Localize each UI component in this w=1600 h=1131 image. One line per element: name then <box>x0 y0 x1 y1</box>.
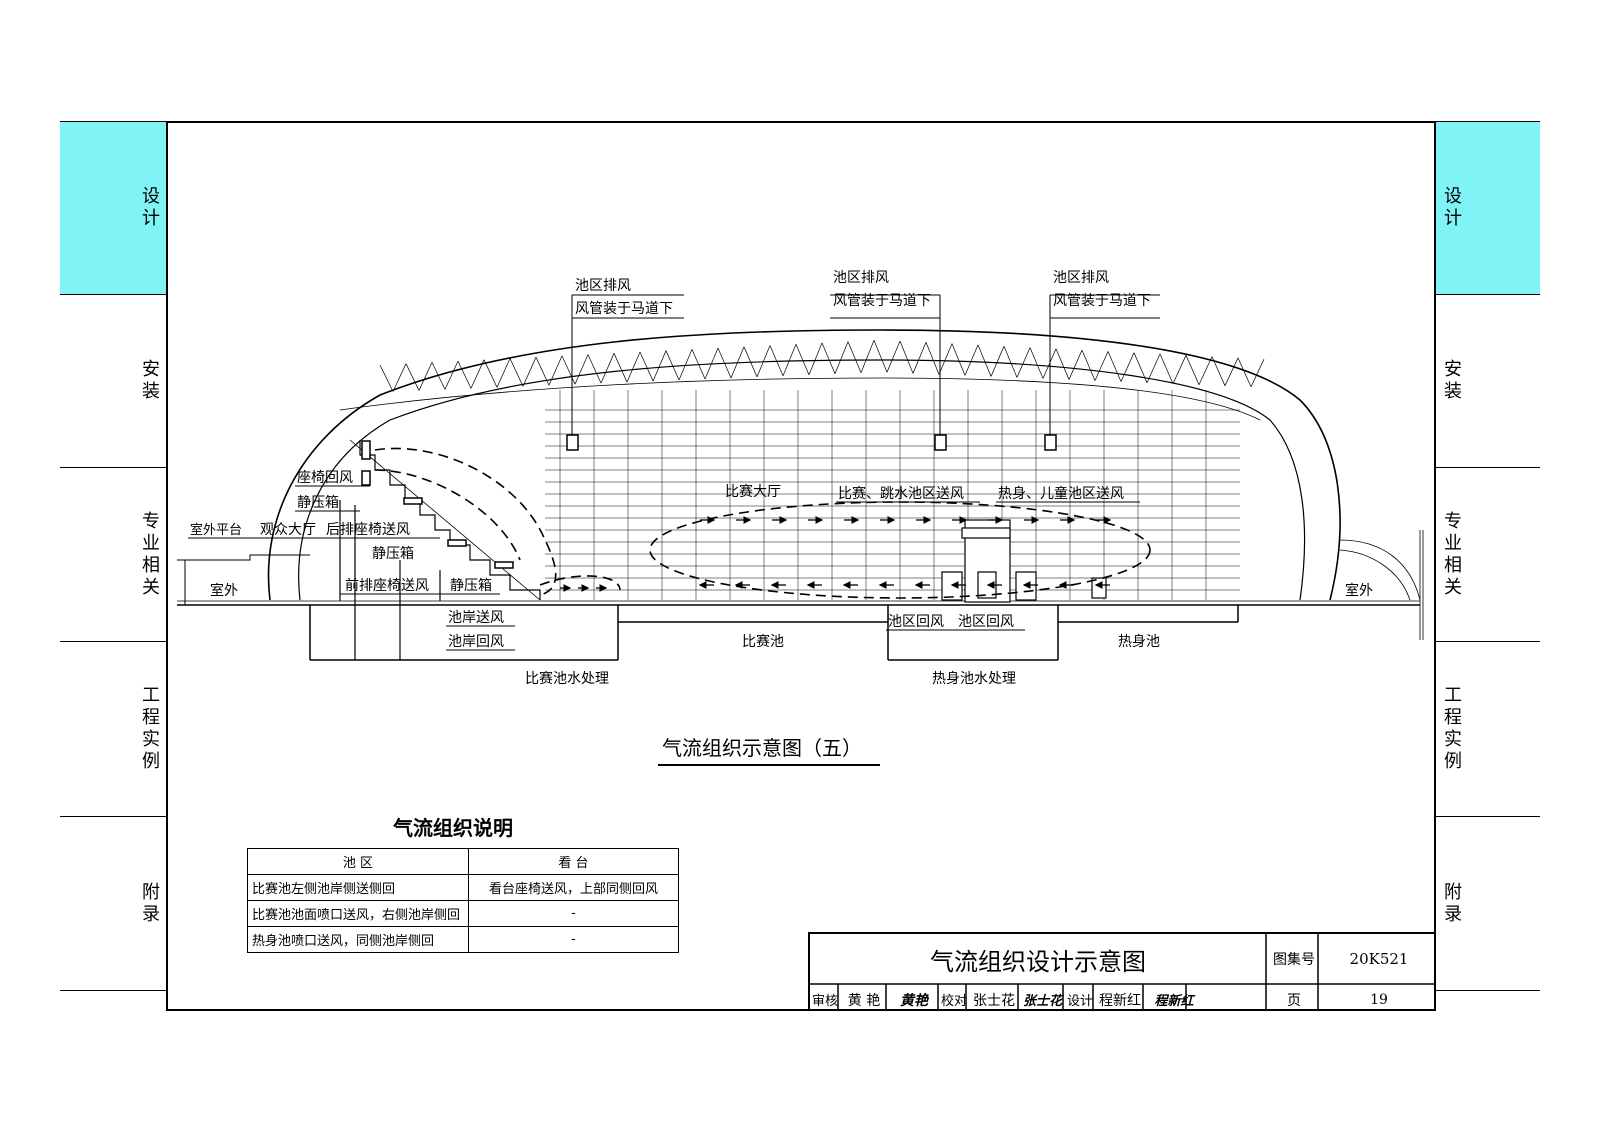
side-tab-design-left[interactable]: 设计 <box>60 121 166 294</box>
label-pool-return-2: 池区回风 <box>958 614 1014 630</box>
drawing-frame <box>166 121 1436 1011</box>
label-warmup-kids-supply: 热身、儿童池区送风 <box>998 485 1124 502</box>
legend-title: 气流组织说明 <box>393 816 513 840</box>
label-outdoor-platform: 室外平台 <box>190 522 242 538</box>
label-plenum-3: 静压箱 <box>450 578 492 594</box>
label-plenum-2: 静压箱 <box>372 546 414 562</box>
label-plenum-1: 静压箱 <box>297 495 339 511</box>
exhaust-ducts <box>566 434 1057 451</box>
diagram-caption: 气流组织示意图（五） <box>662 736 862 760</box>
airflow-arrows <box>560 516 1112 592</box>
label-warmup-pool: 热身池 <box>1118 634 1160 650</box>
plenum-boxes <box>361 440 514 569</box>
table-row: 比赛池池面喷口送风，右侧池岸侧回 - <box>247 900 679 927</box>
side-tab-professional-right[interactable]: 专业相关 <box>1436 467 1540 641</box>
label-seat-return: 座椅回风 <box>297 470 353 486</box>
label-front-seat-supply: 前排座椅送风 <box>345 577 429 594</box>
side-tab-design-right[interactable]: 设计 <box>1436 121 1540 294</box>
side-tab-label: 安装 <box>1441 359 1462 403</box>
leader-lines <box>571 294 1160 435</box>
atlas-label: 图集号 <box>1273 952 1315 968</box>
roof-truss <box>267 329 1341 601</box>
side-tab-install-right[interactable]: 安装 <box>1436 294 1540 467</box>
legend-header-row: 池 区 看 台 <box>247 848 679 875</box>
label-competition-pool: 比赛池 <box>742 634 784 650</box>
side-tab-label: 工程实例 <box>139 685 160 773</box>
designer-signature: 程新红 <box>1154 994 1194 1009</box>
side-tab-examples-right[interactable]: 工程实例 <box>1436 641 1540 816</box>
reviewer-name: 黄 艳 <box>847 992 881 1009</box>
diagram-labels: 池区排风 风管装于马道下 池区排风 风管装于马道下 池区排风 风管装于马道下 座… <box>190 270 1373 687</box>
legend-cell: 看台座椅送风，上部同侧回风 <box>468 874 679 901</box>
checker-name: 张士花 <box>973 992 1015 1009</box>
label-outdoor-right: 室外 <box>1345 582 1373 599</box>
label-outdoor-left: 室外 <box>210 582 238 599</box>
legend-header-pool: 池 区 <box>247 848 469 875</box>
label-spectator-hall: 观众大厅 <box>260 522 316 538</box>
label-rear-seat-supply: 后排座椅送风 <box>326 522 410 538</box>
atlas-number: 20K521 <box>1349 950 1409 968</box>
side-tab-appendix-right[interactable]: 附录 <box>1436 816 1540 991</box>
label-comp-water-treatment: 比赛池水处理 <box>525 671 609 687</box>
truss-web <box>379 340 1265 392</box>
label-poolside-return: 池岸回风 <box>448 634 504 650</box>
legend-cell: - <box>468 900 679 927</box>
label-competition-hall: 比赛大厅 <box>725 484 781 500</box>
side-tab-label: 专业相关 <box>1441 510 1462 599</box>
outdoor-platform <box>177 554 310 605</box>
side-tab-label: 工程实例 <box>1441 685 1462 773</box>
page-label: 页 <box>1287 992 1301 1009</box>
table-row: 热身池喷口送风，同侧池岸侧回 - <box>247 926 679 953</box>
side-tab-label: 附录 <box>139 881 160 926</box>
title-block-grid <box>808 932 1436 1011</box>
side-tab-appendix-left[interactable]: 附录 <box>60 816 166 991</box>
side-tab-label: 附录 <box>1441 881 1462 926</box>
label-warmup-water-treatment: 热身池水处理 <box>932 671 1016 687</box>
centre-structure <box>941 519 1107 603</box>
table-row: 比赛池左侧池岸侧送侧回 看台座椅送风，上部同侧回风 <box>247 874 679 901</box>
title-block-title: 气流组织设计示意图 <box>930 947 1146 976</box>
page-number: 19 <box>1370 991 1388 1008</box>
legend-cell: - <box>468 926 679 953</box>
label-comp-dive-supply: 比赛、跳水池区送风 <box>838 486 964 502</box>
review-label: 审核 <box>811 994 838 1009</box>
glazing-grid <box>545 390 1240 600</box>
check-label: 校对 <box>940 994 967 1009</box>
side-tab-install-left[interactable]: 安装 <box>60 294 166 467</box>
side-tab-label: 安装 <box>139 359 160 403</box>
design-label: 设计 <box>1066 994 1093 1009</box>
reviewer-signature: 黄艳 <box>900 992 928 1009</box>
exhaust-label-3-line1: 池区排风 <box>1053 270 1109 286</box>
ground-lines <box>177 600 1420 661</box>
exhaust-label-1-line2: 风管装于马道下 <box>575 301 673 317</box>
side-tab-professional-left[interactable]: 专业相关 <box>60 467 166 641</box>
side-tab-label: 设计 <box>1441 186 1462 230</box>
legend-header-stand: 看 台 <box>468 848 679 875</box>
side-tab-label: 设计 <box>139 186 160 230</box>
exhaust-label-3-line2: 风管装于马道下 <box>1053 293 1151 309</box>
exhaust-label-2-line1: 池区排风 <box>833 270 889 286</box>
label-pool-return-1: 池区回风 <box>888 614 944 630</box>
exhaust-label-2-line2: 风管装于马道下 <box>833 293 931 309</box>
designer-name: 程新红 <box>1099 992 1141 1009</box>
exhaust-label-1-line1: 池区排风 <box>575 278 631 294</box>
legend-cell: 比赛池池面喷口送风，右侧池岸侧回 <box>247 900 469 927</box>
side-tab-examples-left[interactable]: 工程实例 <box>60 641 166 816</box>
checker-signature: 张士花 <box>1022 994 1062 1009</box>
title-block: 气流组织设计示意图 图集号 20K521 审核 黄 艳 黄艳 校对 张士花 张士… <box>808 932 1436 1011</box>
legend-table: 池 区 看 台 比赛池左侧池岸侧送侧回 看台座椅送风，上部同侧回风 比赛池池面喷… <box>247 848 679 953</box>
legend-cell: 比赛池左侧池岸侧送侧回 <box>247 874 469 901</box>
legend-cell: 热身池喷口送风，同侧池岸侧回 <box>247 926 469 953</box>
side-tab-label: 专业相关 <box>139 510 160 599</box>
outdoor-ramp <box>1339 530 1424 640</box>
label-poolside-supply: 池岸送风 <box>448 610 504 626</box>
